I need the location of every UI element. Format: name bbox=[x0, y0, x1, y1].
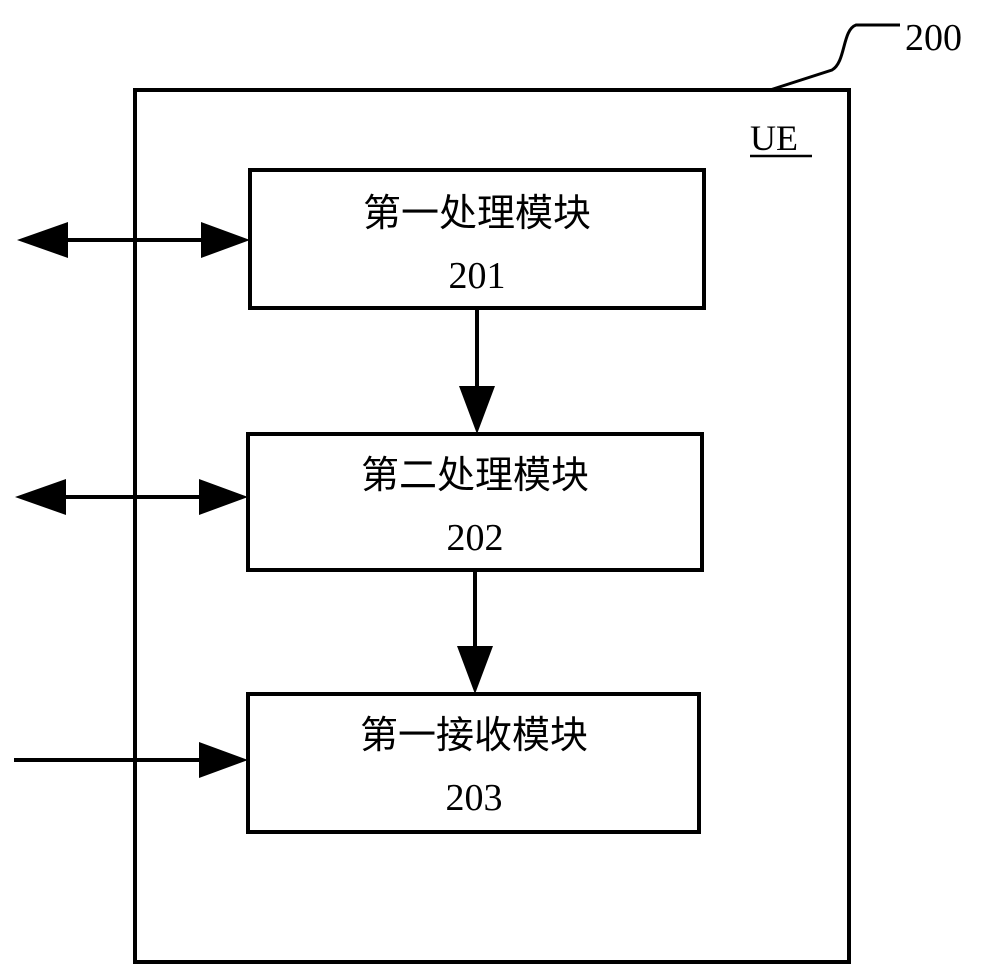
external-arrow-203 bbox=[14, 742, 248, 778]
reference-number-label: 200 bbox=[905, 17, 962, 59]
module-number-201: 201 bbox=[449, 255, 506, 297]
ue-container-box bbox=[133, 88, 851, 964]
module-name-201: 第一处理模块 bbox=[363, 191, 591, 235]
external-arrow-201 bbox=[17, 222, 250, 258]
external-arrow-202 bbox=[15, 479, 248, 515]
reference-leader-line bbox=[769, 23, 900, 92]
module-name-203: 第一接收模块 bbox=[360, 713, 588, 757]
module-number-202: 202 bbox=[447, 517, 504, 559]
module-box-202: 第二处理模块 202 bbox=[246, 432, 704, 572]
module-number-203: 203 bbox=[446, 777, 503, 819]
module-name-202: 第二处理模块 bbox=[361, 453, 589, 497]
module-box-203: 第一接收模块 203 bbox=[246, 692, 701, 834]
flow-arrow-201-to-202 bbox=[459, 308, 495, 434]
flow-arrow-202-to-203 bbox=[457, 570, 493, 694]
module-box-201: 第一处理模块 201 bbox=[248, 168, 706, 310]
ue-container-label: UE bbox=[750, 118, 798, 158]
